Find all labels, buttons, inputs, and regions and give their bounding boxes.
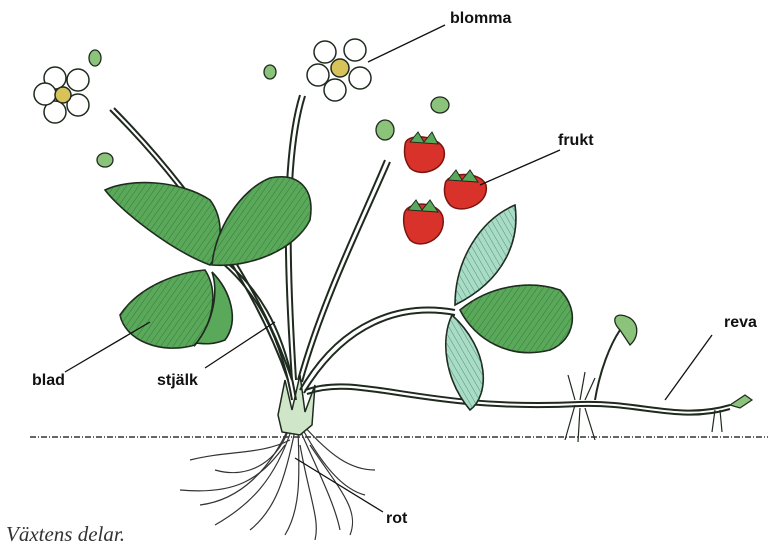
berries: [404, 137, 487, 244]
label-flower: blomma: [450, 10, 511, 28]
roots: [180, 425, 375, 540]
label-leaf: blad: [32, 372, 65, 390]
label-runner: reva: [724, 314, 757, 332]
label-root: rot: [386, 510, 407, 528]
left-leaf: [105, 177, 311, 348]
right-leaf: [446, 205, 573, 410]
flower-top: [307, 39, 371, 101]
leader-lines: [65, 25, 712, 512]
figure-caption: Växtens delar.: [6, 522, 125, 547]
label-stem: stjälk: [157, 372, 198, 390]
flower-left: [34, 67, 89, 123]
label-fruit: frukt: [558, 132, 594, 150]
